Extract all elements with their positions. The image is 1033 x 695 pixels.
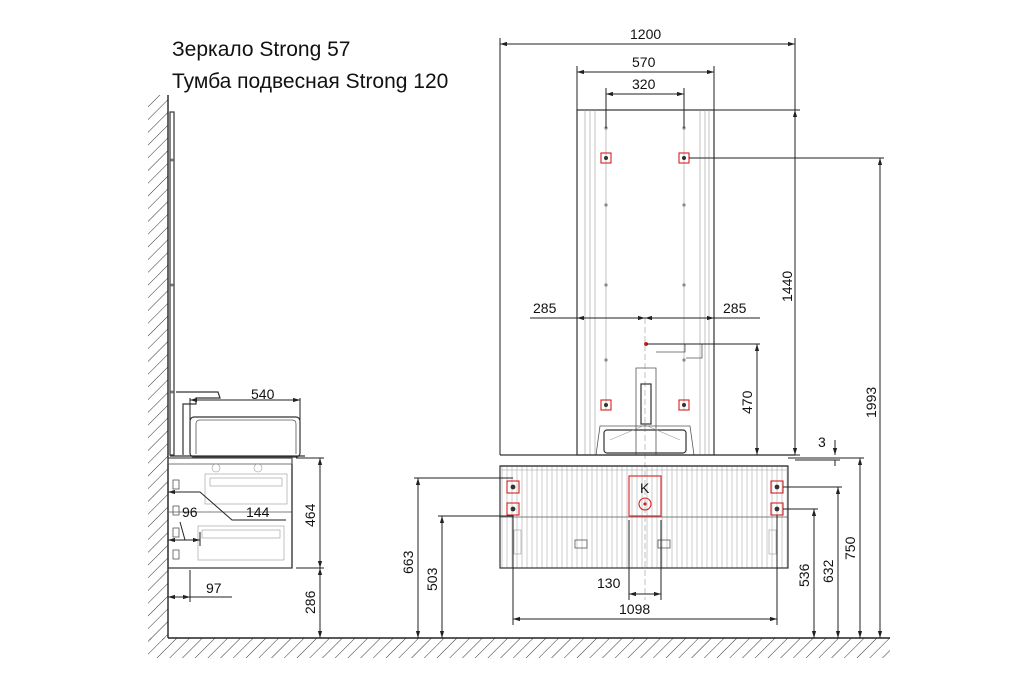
dim-3: 3 <box>818 434 826 450</box>
dim-1440: 1440 <box>779 271 795 302</box>
dim-320: 320 <box>632 76 656 92</box>
dim-632: 632 <box>820 559 836 583</box>
mount-point-icon <box>600 152 612 164</box>
mount-point-icon <box>506 480 520 494</box>
wall-hatching <box>148 95 169 640</box>
dim-285-left: 285 <box>533 300 557 316</box>
dim-144: 144 <box>246 504 270 520</box>
mount-point-icon <box>678 399 690 411</box>
cabinet-title: Тумба подвесная Strong 120 <box>172 70 449 93</box>
mirror-side-profile <box>169 111 175 456</box>
dim-130: 130 <box>597 575 621 591</box>
basin-side <box>189 416 301 458</box>
faucet-position-label: K <box>640 480 650 496</box>
dim-286: 286 <box>302 590 318 614</box>
dim-470: 470 <box>739 390 755 414</box>
dim-540: 540 <box>251 386 275 402</box>
dim-96: 96 <box>182 504 198 520</box>
dim-570: 570 <box>632 54 656 70</box>
mirror-title: Зеркало Strong 57 <box>172 38 351 61</box>
dim-536: 536 <box>796 563 812 587</box>
dim-285-right: 285 <box>723 300 747 316</box>
mirror-front <box>576 109 715 456</box>
dim-663: 663 <box>400 550 416 574</box>
floor-hatching <box>148 637 890 658</box>
dim-464: 464 <box>302 503 318 527</box>
dim-1200: 1200 <box>630 26 661 42</box>
dim-1098: 1098 <box>619 601 650 617</box>
faucet-side <box>176 391 221 455</box>
front-view: K <box>414 38 884 638</box>
dim-750: 750 <box>842 536 858 560</box>
dim-1993: 1993 <box>863 387 879 418</box>
basin-front <box>603 429 687 454</box>
mount-point-icon <box>600 399 612 411</box>
dim-97: 97 <box>206 580 222 596</box>
side-view <box>167 111 324 638</box>
faucet-front <box>635 367 657 455</box>
dim-503: 503 <box>424 567 440 591</box>
